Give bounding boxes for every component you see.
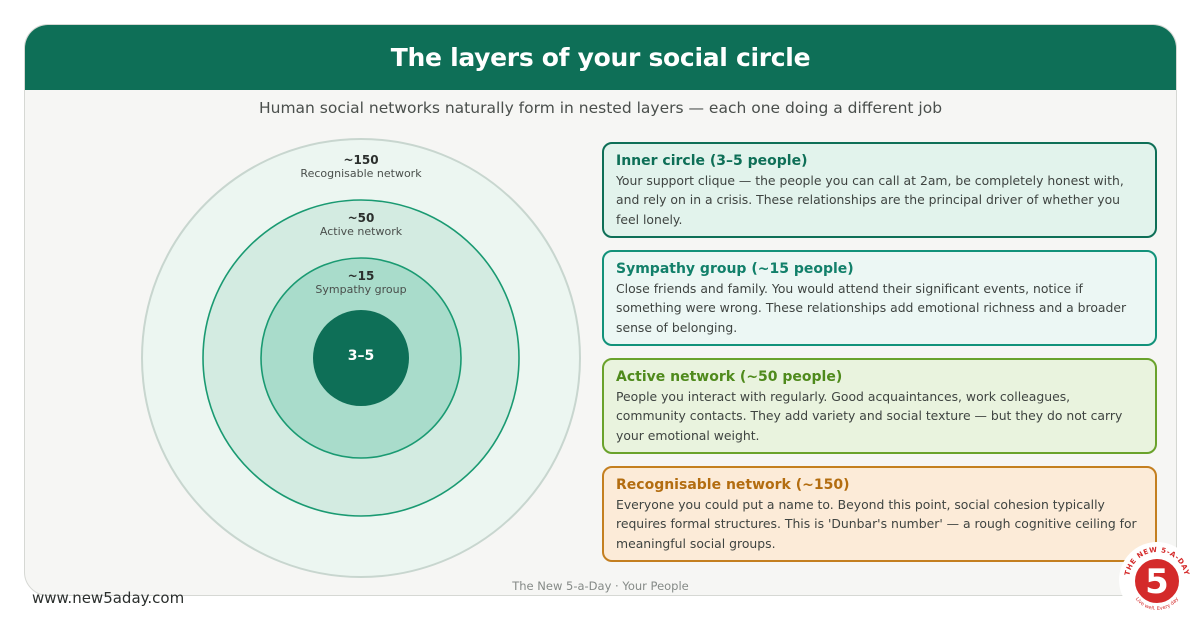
- ring-label-active: ~50 Active network: [140, 211, 582, 238]
- info-box-body: Everyone you could put a name to. Beyond…: [616, 497, 1137, 551]
- ring-count: ~15: [347, 269, 375, 283]
- circles-graphic: [141, 138, 581, 578]
- info-box-title: Sympathy group (~15 people): [616, 261, 854, 277]
- infographic-card: The layers of your social circle Human s…: [24, 24, 1177, 596]
- logo-graphic: THE NEW 5-A-DAY 5 Live well. Every day: [1119, 542, 1195, 618]
- info-box-body: Close friends and family. You would atte…: [616, 281, 1127, 335]
- title-banner: The layers of your social circle: [25, 25, 1176, 90]
- ring-label-recognisable: ~150 Recognisable network: [140, 153, 582, 180]
- info-box-recognisable-network: Recognisable network (~150) Everyone you…: [602, 466, 1157, 562]
- core-label: 3–5: [347, 348, 375, 364]
- info-box-sympathy-group: Sympathy group (~15 people) Close friend…: [602, 250, 1157, 346]
- ring-count: ~150: [343, 153, 379, 167]
- core-inner-circle: [313, 310, 409, 406]
- ring-label: Active network: [319, 225, 403, 238]
- footer-note: The New 5-a-Day · Your People: [512, 579, 689, 593]
- new-5-a-day-logo: THE NEW 5-A-DAY 5 Live well. Every day: [1117, 540, 1197, 620]
- subtitle: Human social networks naturally form in …: [258, 99, 943, 117]
- ring-label-sympathy: ~15 Sympathy group: [140, 269, 582, 296]
- info-box-inner-circle: Inner circle (3–5 people) Your support c…: [602, 142, 1157, 238]
- info-box-title: Inner circle (3–5 people): [616, 153, 808, 169]
- info-box-title: Active network (~50 people): [616, 369, 843, 385]
- ring-count: ~50: [347, 211, 375, 225]
- nested-circles-diagram: ~150 Recognisable network ~50 Active net…: [140, 137, 582, 579]
- website-link[interactable]: www.new5aday.com: [32, 589, 185, 607]
- info-box-body: People you interact with regularly. Good…: [616, 389, 1123, 443]
- ring-label: Sympathy group: [315, 283, 407, 296]
- info-box-body: Your support clique — the people you can…: [616, 173, 1124, 227]
- logo-number: 5: [1145, 562, 1169, 602]
- info-box-active-network: Active network (~50 people) People you i…: [602, 358, 1157, 454]
- ring-label: Recognisable network: [300, 167, 422, 180]
- page-title: The layers of your social circle: [390, 43, 811, 72]
- info-box-title: Recognisable network (~150): [616, 477, 850, 493]
